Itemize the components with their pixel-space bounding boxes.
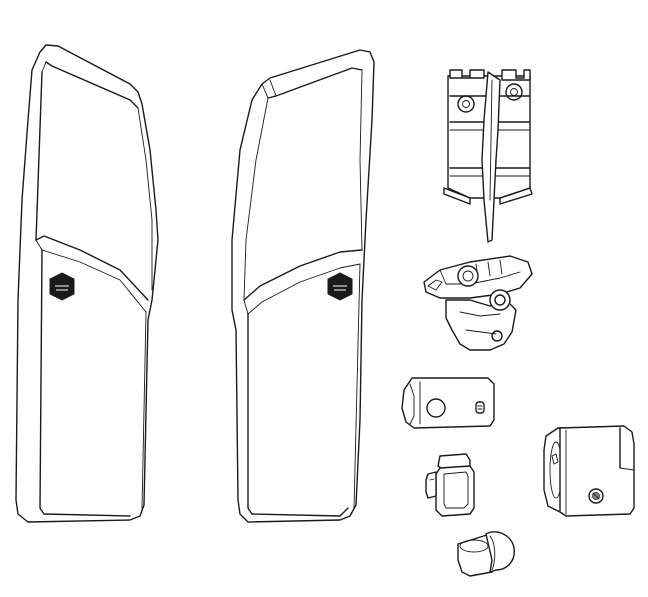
square-clip: [425, 453, 475, 517]
side-panel-right: [231, 49, 375, 523]
hex-badge-icon: [49, 272, 75, 301]
hex-badge-icon: [327, 272, 353, 301]
round-knob: [457, 531, 515, 577]
hinge-bracket: [443, 69, 533, 243]
screw-icon: [588, 488, 604, 504]
side-panel-left: [15, 44, 159, 523]
pivot-clamp: [423, 255, 533, 351]
end-cap-block: [543, 425, 635, 517]
slide-plate: [401, 377, 495, 429]
